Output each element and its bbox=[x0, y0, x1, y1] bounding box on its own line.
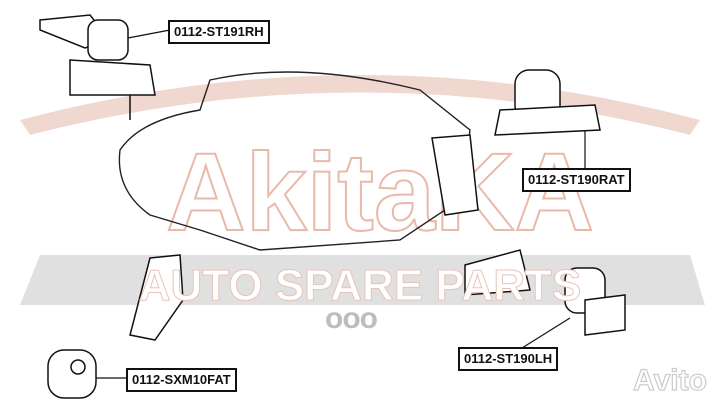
watermark-band bbox=[20, 255, 705, 305]
center-mark: ооо bbox=[325, 302, 378, 335]
label-0112-st191rh: 0112-ST191RH bbox=[168, 20, 270, 44]
part-st190rat-drawing bbox=[494, 69, 601, 136]
watermark-tagline: AUTO SPARE PARTS bbox=[139, 261, 582, 310]
label-0112-st190lh: 0112-ST190LH bbox=[458, 347, 559, 371]
avito-logo: Avito bbox=[633, 364, 707, 397]
label-0112-st190rat: 0112-ST190RAT bbox=[522, 168, 631, 192]
part-st190lh-drawing bbox=[464, 249, 626, 336]
bracket-drawing bbox=[431, 134, 479, 216]
part-sxm10fat-drawing bbox=[47, 349, 97, 399]
watermark-brand: AkitaKA bbox=[166, 131, 594, 254]
bracket-left-drawing bbox=[129, 254, 184, 341]
part-st191rh-drawing bbox=[39, 14, 156, 120]
label-0112-sxm10fat: 0112-SXM10FAT bbox=[126, 368, 237, 392]
engine-outline bbox=[118, 71, 471, 251]
